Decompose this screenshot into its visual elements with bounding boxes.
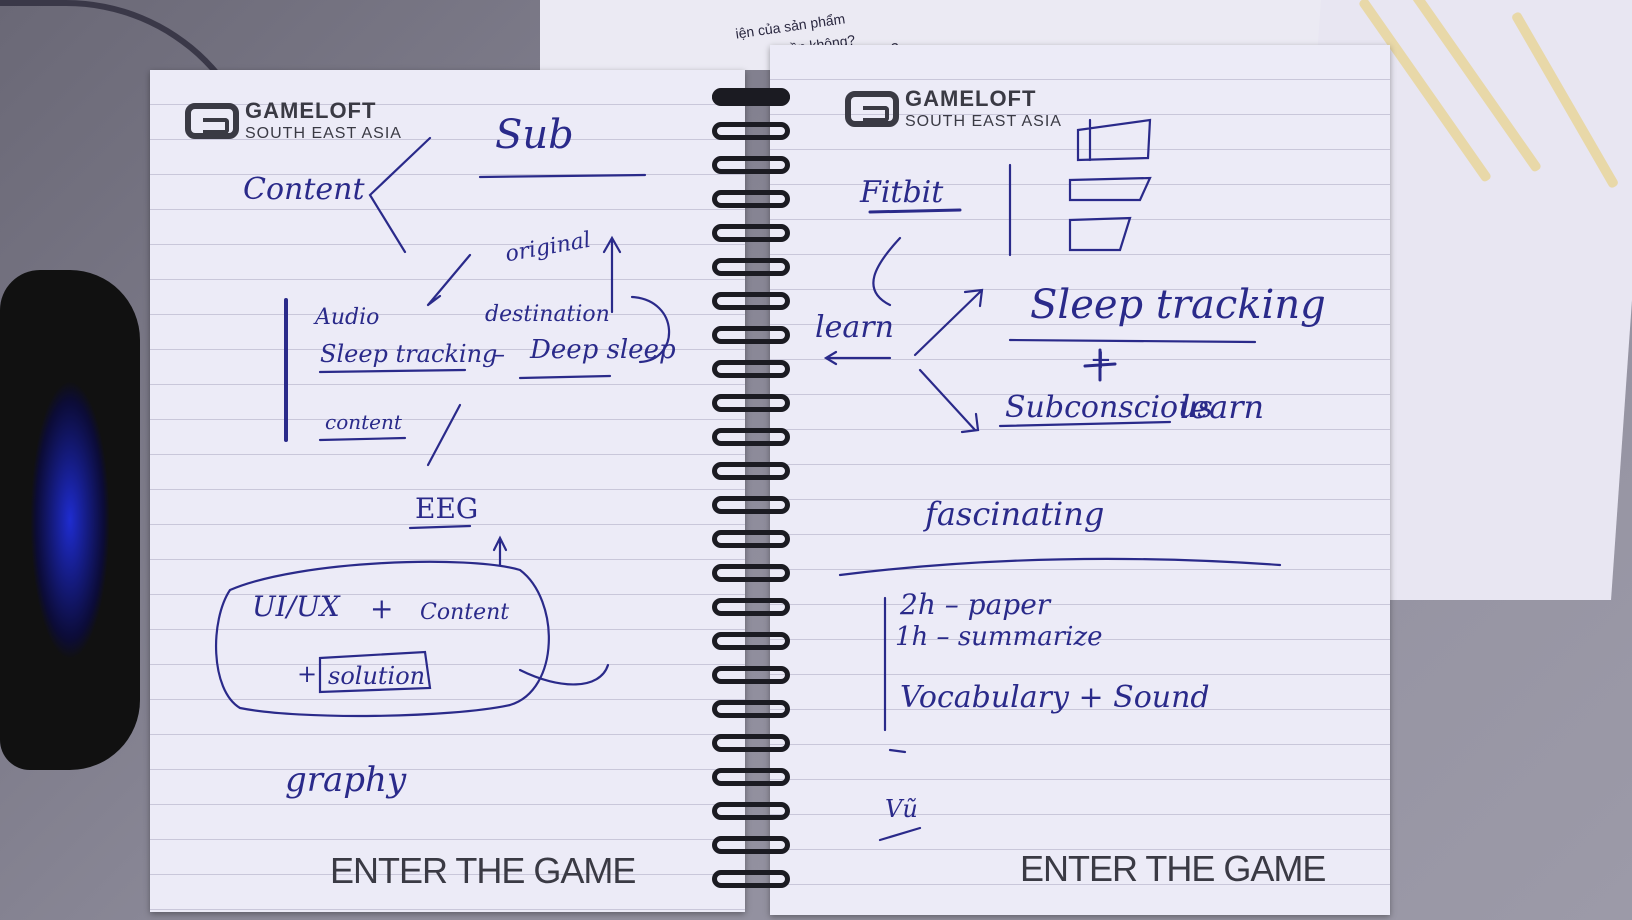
page-footer: ENTER THE GAME (330, 850, 636, 891)
note-fascinating: fascinating (925, 495, 1105, 533)
spiral-ring (712, 598, 790, 616)
spiral-ring (712, 802, 790, 820)
note-1h-summarize: 1h – summarize (895, 622, 1103, 652)
note-plus: + (370, 592, 394, 625)
logo-name: GAMELOFT (245, 98, 377, 123)
gameloft-logo: GAMELOFT SOUTH EAST ASIA (185, 100, 402, 142)
note-content-2: Content (420, 600, 510, 625)
note-deep-sleep: Deep sleep (530, 335, 676, 365)
page-footer: ENTER THE GAME (1020, 848, 1326, 889)
spiral-ring (712, 564, 790, 582)
note-solution: solution (328, 662, 426, 690)
note-audio: Audio (315, 305, 380, 330)
note-fitbit: Fitbit (860, 175, 944, 210)
note-subconscious: Subconscious (1005, 390, 1213, 425)
note-content-small: content (325, 410, 402, 434)
note-eeg: EEG (415, 492, 479, 525)
spiral-ring (712, 734, 790, 752)
note-learn-2: learn (1180, 388, 1265, 426)
note-ui-ux: UI/UX (252, 590, 340, 623)
spiral-ring (712, 122, 790, 140)
gameloft-logo-icon (845, 91, 899, 127)
spiral-ring (712, 224, 790, 242)
spiral-ring (712, 292, 790, 310)
spiral-ring (712, 462, 790, 480)
spiral-binding (712, 70, 792, 910)
spiral-ring (712, 360, 790, 378)
note-destination: destination (485, 302, 610, 327)
note-plus-3: + (1090, 345, 1112, 375)
spiral-ring (712, 326, 790, 344)
note-sub: Sub (495, 112, 574, 158)
spiral-ring (712, 700, 790, 718)
spiral-ring (712, 530, 790, 548)
note-vu: Vũ (885, 795, 918, 823)
spiral-ring (712, 496, 790, 514)
note-graphy: graphy (285, 760, 407, 800)
note-sleep-tracking-2: Sleep tracking (1030, 282, 1326, 328)
logo-subtitle: SOUTH EAST ASIA (905, 113, 1062, 130)
note-content: Content (243, 172, 365, 207)
mouse-light (30, 380, 110, 660)
note-dash: – (493, 340, 505, 368)
gameloft-logo: GAMELOFT SOUTH EAST ASIA (845, 88, 1062, 130)
note-vocabulary-sound: Vocabulary + Sound (900, 680, 1210, 715)
note-2h-paper: 2h – paper (900, 588, 1051, 621)
gameloft-logo-icon (185, 103, 239, 139)
note-learn: learn (815, 310, 894, 345)
spiral-ring (712, 258, 790, 276)
spiral-ring (712, 156, 790, 174)
spiral-ring (712, 88, 790, 106)
spiral-ring (712, 428, 790, 446)
spiral-ring (712, 870, 790, 888)
note-sleep-tracking: Sleep tracking (320, 340, 498, 368)
logo-subtitle: SOUTH EAST ASIA (245, 125, 402, 142)
left-page (150, 70, 745, 912)
spiral-ring (712, 394, 790, 412)
logo-name: GAMELOFT (905, 86, 1037, 111)
spiral-ring (712, 632, 790, 650)
spiral-ring (712, 666, 790, 684)
spiral-ring (712, 190, 790, 208)
note-plus-2: + (297, 660, 318, 688)
spiral-ring (712, 836, 790, 854)
spiral-ring (712, 768, 790, 786)
